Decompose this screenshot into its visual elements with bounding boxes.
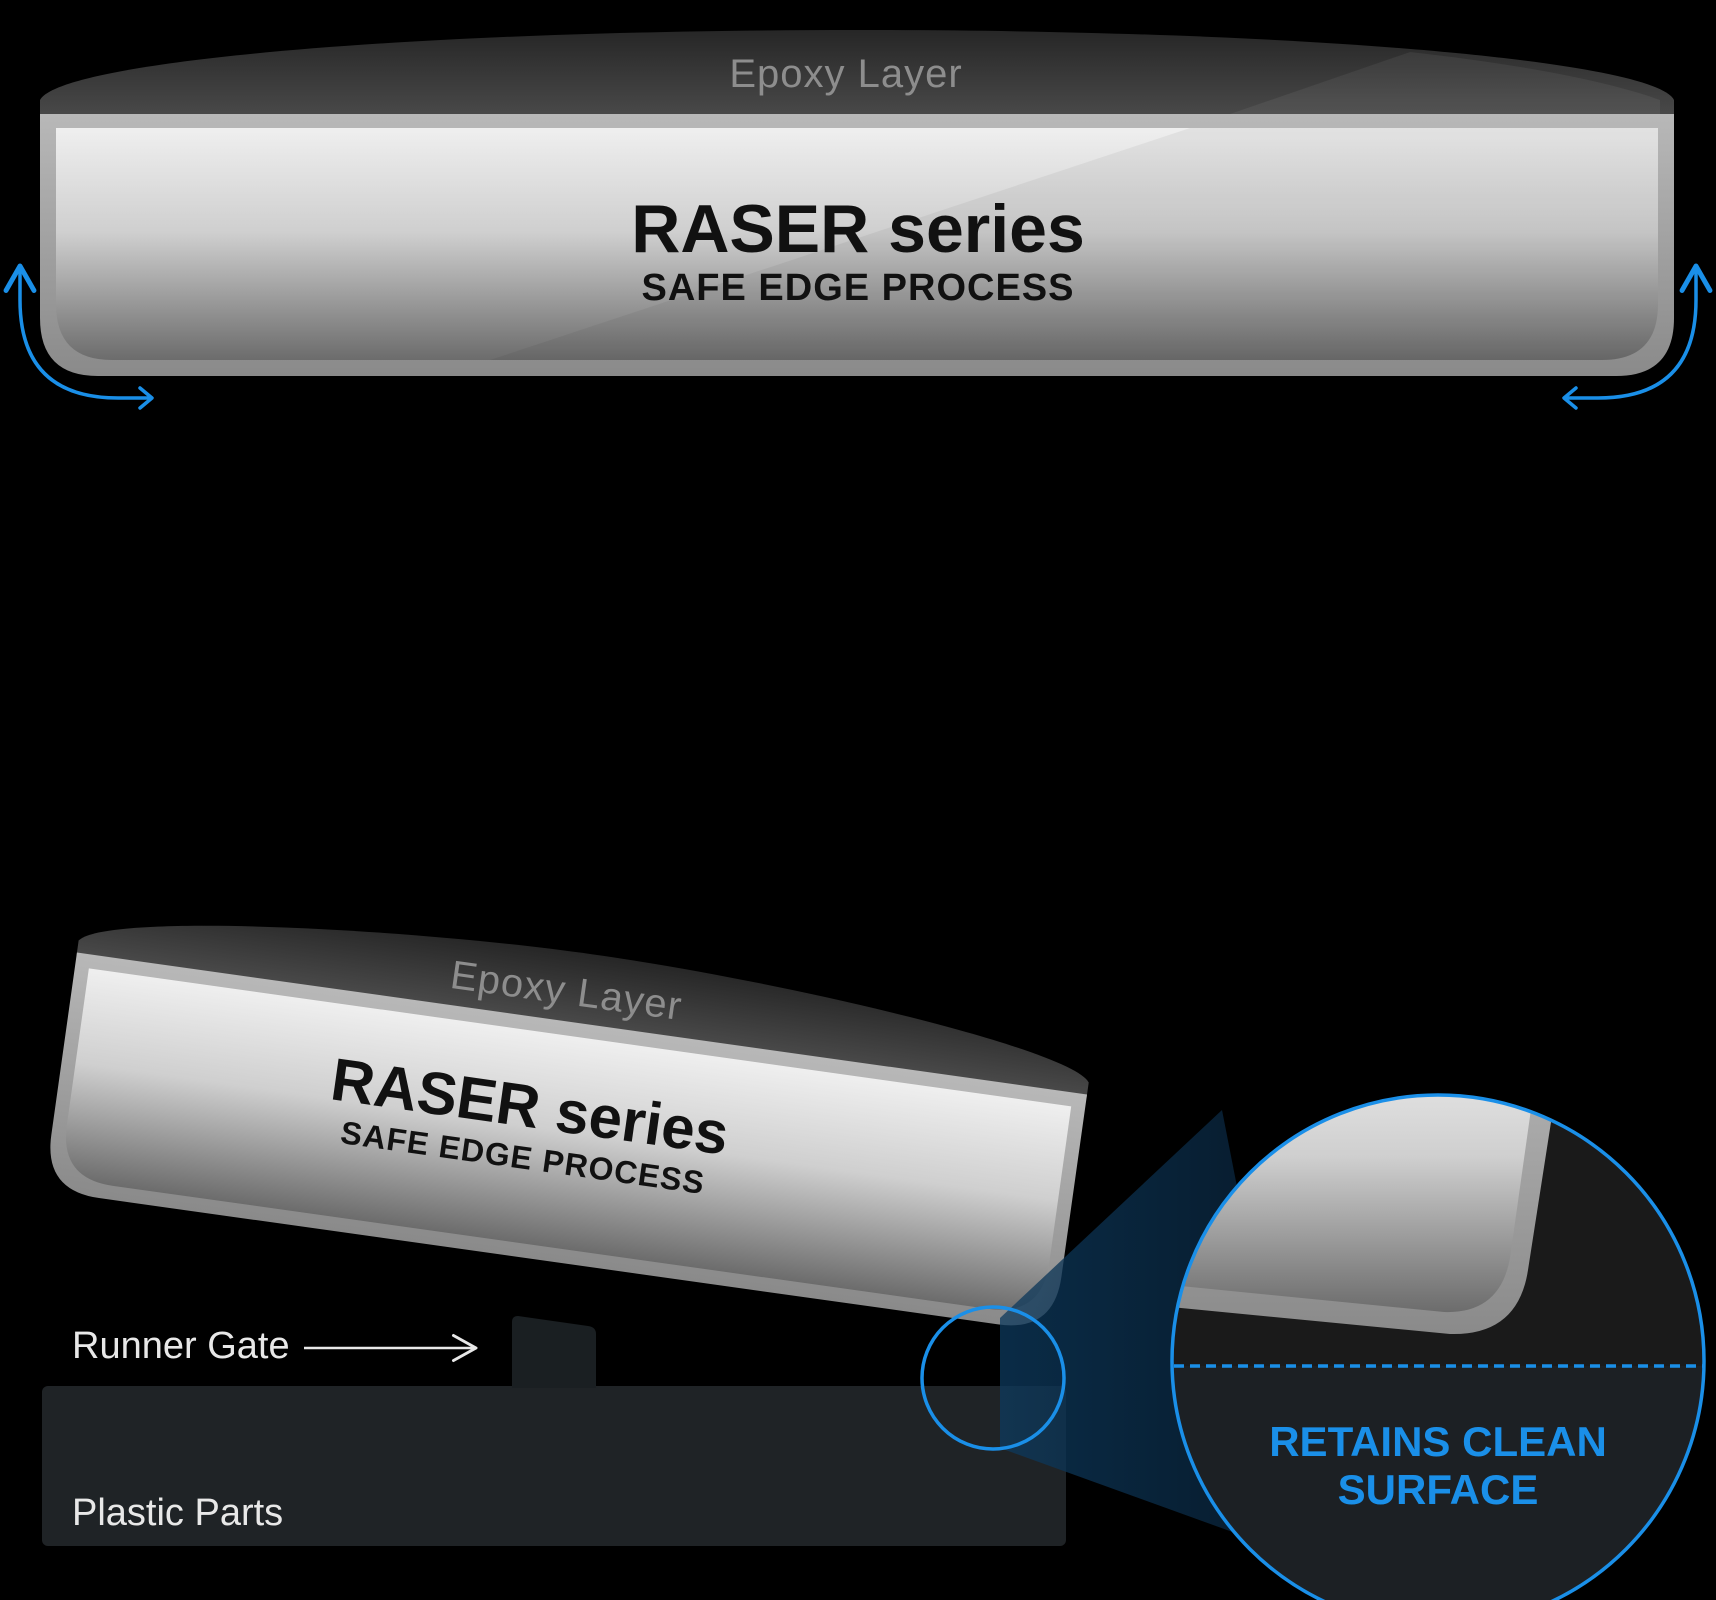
- focus-circle: [920, 1305, 1066, 1451]
- top-product-title: RASER series: [631, 191, 1085, 267]
- right-curved-arrow-icon: [1566, 263, 1713, 400]
- top-panel-body: [56, 128, 1658, 360]
- tilted-epoxy-layer: [76, 925, 1089, 1098]
- top-epoxy-label: Epoxy Layer: [729, 52, 962, 96]
- top-epoxy-highlight: [1230, 52, 1660, 114]
- zoom-text-line2: SURFACE: [1338, 1466, 1539, 1513]
- zoom-text-line1: RETAINS CLEAN: [1269, 1418, 1607, 1465]
- tilted-panel: Epoxy Layer RASER series SAFE EDGE PROCE…: [50, 925, 1089, 1326]
- runner-gate: [512, 1316, 596, 1388]
- bottom-scene: Plastic Parts Runner Gate Epoxy Layer RA…: [42, 925, 1706, 1600]
- plastic-parts-block: [42, 1386, 1066, 1546]
- runner-gate-label: Runner Gate: [72, 1325, 290, 1367]
- left-arrow-tail-head: [138, 386, 154, 410]
- top-panel: Epoxy Layer RASER series SAFE EDGE PROCE…: [3, 30, 1713, 410]
- tilted-panel-body: [65, 968, 1072, 1310]
- plastic-parts-label: Plastic Parts: [72, 1492, 283, 1534]
- zoom-callout: RETAINS CLEAN SURFACE: [1170, 1093, 1706, 1600]
- zoom-circle-ring: [1170, 1093, 1706, 1600]
- left-curved-arrow-icon: [3, 263, 150, 400]
- top-process-subtitle: SAFE EDGE PROCESS: [642, 267, 1075, 309]
- top-panel-glare: [490, 128, 1658, 360]
- right-arrow-tail-head: [1562, 386, 1578, 410]
- top-epoxy-layer: [40, 30, 1674, 118]
